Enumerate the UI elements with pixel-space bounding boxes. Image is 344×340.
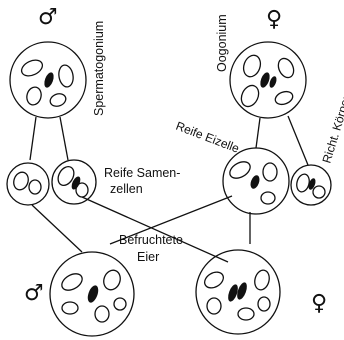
male-symbol-top: ♂ [38, 5, 58, 30]
zygote-left-ring-5 [113, 297, 127, 311]
egg-ring-3 [260, 191, 276, 205]
sperm-left-ring-2 [28, 179, 42, 195]
polar-body-nucleus [308, 178, 316, 190]
sperm-right-nucleus [71, 176, 81, 190]
oogonium-ring-4 [274, 90, 294, 106]
zygote-left-cell [49, 251, 135, 337]
zygote-left-ring-1 [61, 273, 83, 291]
zygote-right-nucleus-1 [228, 284, 238, 302]
spermatogonium-ring-1 [20, 59, 44, 77]
reife-samenzellen-label-line1: Reife Samen- [104, 166, 180, 180]
egg-ring-2 [262, 162, 278, 182]
line-sperm-left-to-zygote-left [31, 204, 83, 253]
zygote-right-cell [195, 249, 281, 335]
spermatogonium-label: Spermatogonium [92, 21, 106, 116]
line-spermatogonium-to-sperm-left [29, 116, 37, 161]
sperm-right-ring-2 [75, 182, 89, 198]
female-symbol-bottom: ♀ [311, 291, 327, 316]
line-oogonium-to-egg [255, 117, 261, 149]
spermatogonium-ring-3 [26, 86, 42, 106]
egg-cell [222, 147, 290, 215]
befruchtete-eier-label-line2: Eier [137, 250, 159, 264]
polar-body-cell [290, 164, 332, 206]
line-sperm-right-to-zygote-right [81, 196, 229, 263]
zygote-right-ring-4 [237, 307, 255, 321]
sperm-left-ring-1 [13, 171, 29, 191]
oogonium-ring-3 [240, 84, 260, 108]
egg-nucleus [250, 175, 260, 189]
egg-ring-1 [229, 161, 251, 179]
spermatogonium-ring-2 [58, 64, 74, 88]
oogonium-nucleus-1 [260, 72, 270, 88]
reife-eizelle-label: Reife Eizelle [174, 119, 242, 156]
sperm-cell-left [6, 162, 50, 206]
male-symbol-bottom: ♂ [24, 281, 44, 306]
oogonium-nucleus-2 [269, 76, 277, 88]
sperm-right-ring-1 [57, 166, 75, 186]
reife-samenzellen-label-line2: zellen [110, 182, 143, 196]
zygote-left-ring-2 [103, 269, 121, 291]
spermatogonium-nucleus [44, 72, 54, 88]
zygote-right-ring-2 [254, 269, 270, 291]
spermatogonium-ring-4 [49, 93, 67, 107]
line-oogonium-to-polar-body [287, 115, 309, 166]
oogonium-cell [229, 41, 307, 119]
spermatogonium-cell [9, 41, 87, 119]
oogonium-ring-1 [242, 54, 262, 78]
zygote-left-ring-4 [94, 305, 110, 323]
zygote-left-nucleus [87, 285, 99, 303]
zygote-right-ring-5 [257, 296, 271, 312]
zygote-right-ring-3 [206, 297, 222, 315]
zygote-right-nucleus-2 [237, 282, 247, 300]
sperm-cell-right [51, 159, 97, 205]
line-egg-to-zygote-left [109, 195, 233, 245]
zygote-left-ring-3 [61, 301, 79, 315]
befruchtete-eier-label-line1: Befruchtete [119, 233, 183, 247]
oogonium-label: Oogonium [215, 14, 229, 72]
polar-body-ring-2 [312, 185, 326, 199]
richt-koerper-label: Richt. Körper [319, 94, 344, 165]
zygote-right-ring-1 [204, 271, 224, 289]
line-spermatogonium-to-sperm-right [59, 116, 69, 161]
polar-body-ring-1 [296, 173, 310, 193]
oogonium-ring-2 [277, 57, 295, 79]
female-symbol-top: ♀ [266, 7, 282, 32]
